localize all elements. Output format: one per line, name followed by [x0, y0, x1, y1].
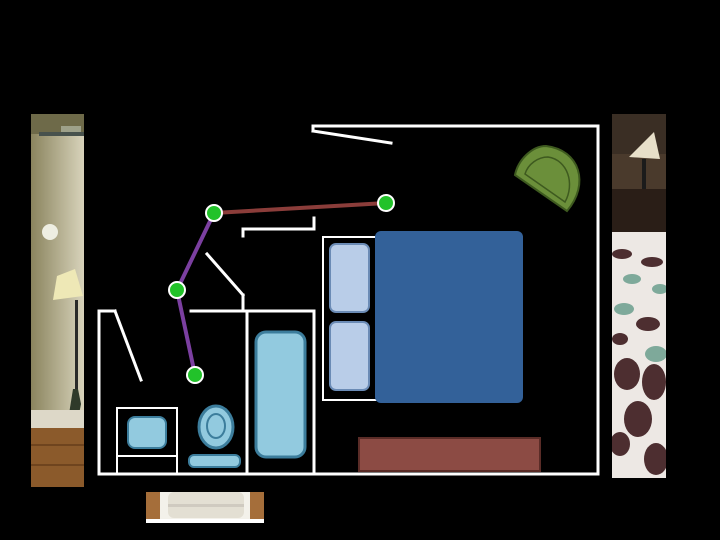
waypoint-marker[interactable] [205, 204, 223, 222]
waypoint-marker[interactable] [377, 194, 395, 212]
bed-comforter-photo [612, 114, 666, 478]
route-segment-red [213, 201, 387, 215]
toilet-tank [188, 454, 241, 468]
bed-mattress [375, 231, 523, 403]
dresser [358, 437, 541, 472]
bed [322, 231, 523, 403]
walls [97, 124, 600, 476]
bathroom-door-swing [113, 309, 143, 382]
waypoint-marker[interactable] [186, 366, 204, 384]
route [168, 194, 395, 384]
hall-door-swing [204, 251, 246, 298]
bathroom-fixtures [116, 330, 307, 474]
bathroom-sink-photo [146, 492, 264, 523]
bathtub [254, 330, 307, 459]
sink-basin [127, 416, 167, 449]
plant-icon [513, 144, 581, 213]
closet-wall [241, 216, 316, 238]
bedroom-corner-lamp-photo [31, 114, 84, 487]
plant-pot-rim [524, 156, 571, 204]
bedroom-outer-wall [97, 124, 600, 476]
toilet-seat [206, 413, 226, 439]
waypoint-marker[interactable] [168, 281, 186, 299]
pillow [329, 243, 370, 313]
entry-door-swing [311, 129, 393, 145]
pillow [329, 321, 370, 391]
